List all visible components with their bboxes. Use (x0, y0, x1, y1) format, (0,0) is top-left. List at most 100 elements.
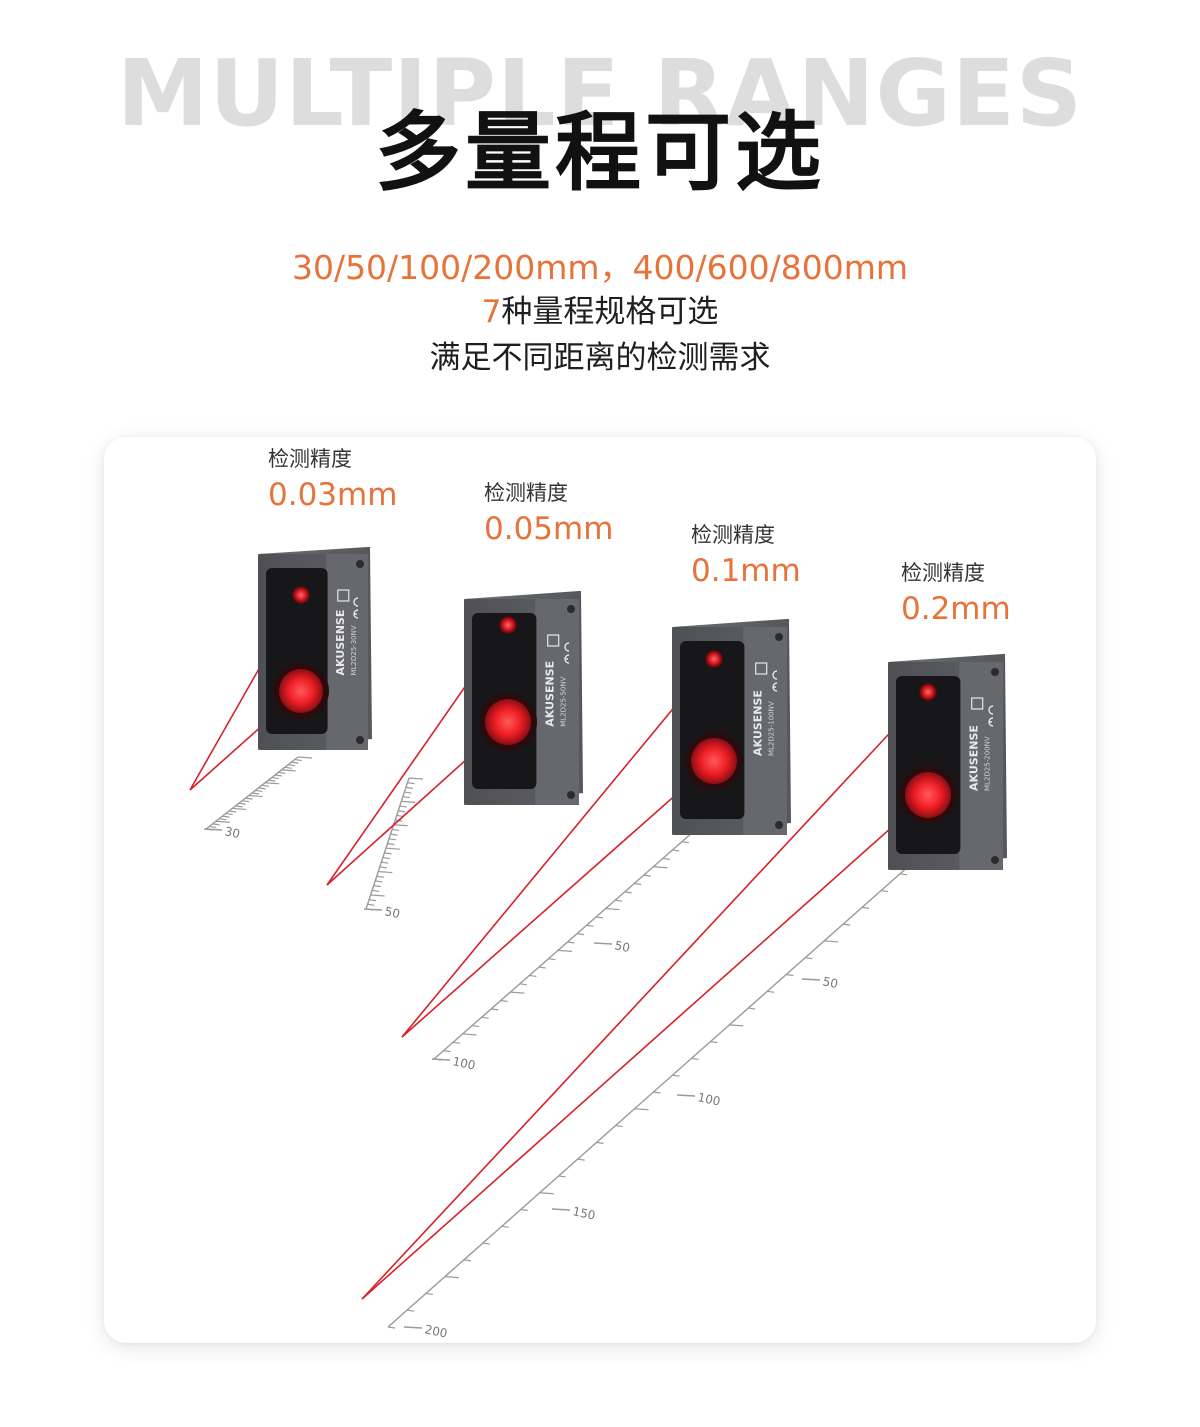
model-label: ML2D25-100NV (768, 701, 776, 756)
scale-tick (482, 1242, 490, 1245)
scale-tick (261, 784, 269, 787)
laser-emitter (705, 650, 723, 668)
scale-tick (463, 1259, 471, 1262)
precision-label-4: 检测精度 0.2mm (901, 561, 1011, 629)
mount-hole (356, 560, 364, 568)
scale-tick (219, 818, 227, 821)
scale-tick (472, 1024, 480, 1028)
scale-tick (232, 807, 247, 811)
scale-tick (576, 933, 585, 936)
scale-tick (376, 875, 384, 878)
mount-hole (991, 668, 999, 676)
scale-tick (378, 870, 393, 874)
scale-tick (281, 769, 296, 772)
scale-tick (209, 825, 217, 829)
scale-tick (399, 805, 407, 808)
range-count-text: 种量程规格可选 (501, 294, 719, 330)
scale-tick (443, 1050, 451, 1053)
scale-tick (681, 841, 690, 844)
precision-label-1: 检测精度 0.03mm (268, 447, 397, 515)
scale-tick (643, 874, 651, 877)
mount-hole (991, 856, 999, 864)
precision-caption: 检测精度 (691, 523, 775, 547)
scale-tick (379, 866, 387, 869)
scale-tick (596, 1141, 604, 1144)
certification-icon (755, 662, 768, 675)
scale-tick (387, 842, 395, 846)
requirement-line: 满足不同距离的检测需求 (429, 340, 771, 376)
scale-tick (242, 800, 250, 803)
scale-tick (401, 800, 416, 803)
scale-tick (268, 779, 276, 782)
scale-tick (634, 882, 642, 886)
scale-tick (408, 777, 424, 780)
scale-tick (452, 1041, 461, 1044)
scale-tick (729, 1024, 744, 1027)
scale-tick (880, 889, 889, 893)
scale-tick (577, 1158, 585, 1161)
laser-beam-return (361, 794, 929, 1300)
scale-tick (385, 847, 401, 850)
certification-box (337, 589, 350, 602)
scale-major-tick (203, 828, 223, 831)
scale-tick (444, 1276, 459, 1279)
ce-mark-c (988, 705, 994, 715)
brand-label: AKUSENSE (968, 725, 981, 791)
scale-tick (843, 923, 851, 926)
ce-mark-icon (564, 642, 570, 664)
scale-tick (529, 974, 537, 978)
precision-value: 0.03mm (268, 477, 398, 514)
scale-tick (615, 899, 623, 902)
scale-major-tick (801, 978, 821, 981)
scale-tick (520, 1208, 528, 1212)
scale-tick (245, 797, 253, 800)
sensor-side-face (535, 599, 579, 805)
model-label: ML2D25-50NV (560, 676, 568, 726)
scale-tick (392, 828, 400, 832)
mount-hole (775, 633, 783, 641)
scale-major-tick (551, 1208, 571, 1211)
scale-tick (225, 812, 233, 816)
scale-tick (596, 916, 604, 919)
scale-tick (212, 823, 220, 826)
scale-tick-label: 50 (821, 974, 839, 991)
scale-tick-label: 100 (696, 1090, 721, 1108)
scale-tick (375, 880, 383, 883)
scale-tick (558, 1175, 566, 1178)
scale-tick (538, 966, 546, 969)
scale-tick (274, 774, 283, 777)
laser-beam-outgoing (401, 658, 715, 1038)
scale-tick (510, 991, 525, 994)
mount-hole (356, 736, 364, 744)
laser-beam-outgoing (361, 691, 929, 1300)
scale-tick (405, 786, 414, 789)
ce-mark-icon (772, 670, 778, 692)
scale-tick (278, 771, 286, 775)
background-title: MULTIPLE RANGES (116, 40, 1084, 147)
scale-tick-label: 100 (451, 1054, 476, 1072)
scale-tick (462, 1033, 477, 1036)
scale-tick (615, 1124, 623, 1128)
scale-tick (586, 924, 594, 927)
ce-mark-c (353, 597, 359, 607)
scale-tick (567, 941, 575, 944)
scale-tick (824, 940, 839, 943)
scale-tick (786, 973, 794, 977)
scale-tick (710, 1041, 718, 1044)
precision-caption: 检测精度 (268, 447, 352, 471)
scale-tick (557, 949, 573, 952)
scale-tick-label: 200 (423, 1322, 448, 1340)
laser-emitter (919, 683, 937, 701)
scale-tick (258, 787, 266, 790)
scale-tick (271, 776, 279, 780)
scale-tick (519, 983, 527, 986)
scale-tick (605, 907, 620, 911)
laser-beams (189, 594, 929, 1300)
mount-hole (567, 791, 575, 799)
scale-tick (805, 957, 813, 960)
scale-tick (624, 891, 632, 894)
scale-tick (248, 794, 263, 798)
ce-mark-e (988, 717, 994, 727)
